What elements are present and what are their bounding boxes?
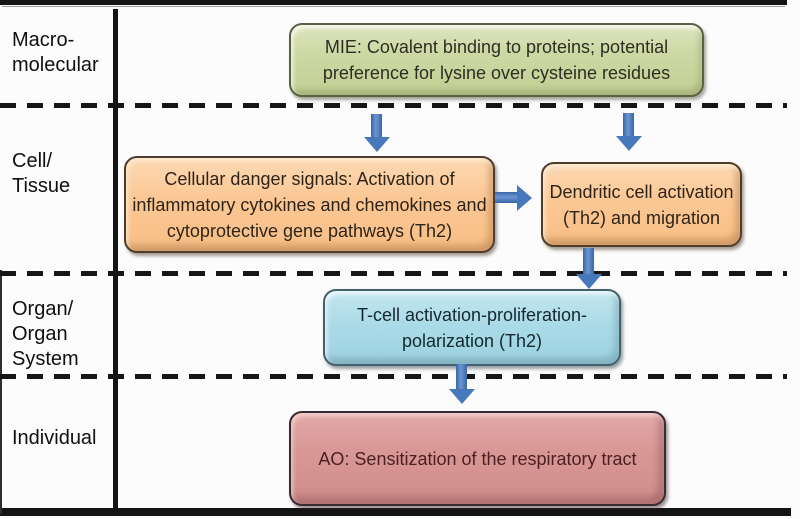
arrow-cellular-to-dendritic-icon (495, 184, 532, 211)
level-label-individual: Individual (12, 427, 97, 449)
level-separator-organ-individual (0, 374, 787, 379)
adverse-outcome-node-text: AO: Sensitization of the respiratory tra… (318, 448, 637, 469)
arrow-shaft (623, 113, 634, 136)
arrow-head (615, 136, 642, 151)
adverse-outcome-node: AO: Sensitization of the respiratory tra… (289, 411, 666, 506)
level-separator-macromolecular-cell (0, 103, 787, 108)
level-separator-cell-organ (0, 271, 787, 276)
dendritic-cell-node: Dendritic cell activation (Th2) and migr… (541, 162, 742, 247)
level-label-organ-system: Organ/ Organ System (12, 298, 79, 370)
level-column-divider (113, 9, 118, 514)
level-label-macromolecular: Macro- molecular (12, 29, 99, 76)
arrow-mie-to-dendritic-icon (615, 113, 642, 151)
tcell-node-text: T-cell activation-proliferation-polariza… (356, 304, 588, 351)
arrow-shaft (495, 192, 517, 203)
mie-node-text: MIE: Covalent binding to proteins; poten… (322, 37, 671, 83)
arrow-shaft (371, 114, 382, 137)
level-label-cell-tissue: Cell/ Tissue (12, 150, 71, 197)
arrow-head (517, 184, 532, 211)
frame-top-line (0, 0, 787, 5)
frame-left-line (0, 270, 2, 514)
arrow-head (363, 137, 390, 152)
cellular-danger-node: Cellular danger signals: Activation of i… (124, 156, 495, 253)
tcell-node: T-cell activation-proliferation-polariza… (323, 289, 621, 366)
dendritic-cell-node-text: Dendritic cell activation (Th2) and migr… (549, 181, 734, 228)
arrow-shaft (456, 364, 467, 389)
arrow-mie-to-cellular-icon (363, 114, 390, 152)
cellular-danger-node-text: Cellular danger signals: Activation of i… (132, 168, 487, 241)
arrow-shaft (583, 248, 594, 274)
mie-node: MIE: Covalent binding to proteins; poten… (289, 23, 704, 97)
arrow-tcell-to-ao-icon (448, 364, 475, 404)
frame-bottom-line (0, 508, 791, 516)
arrow-dendritic-to-tcell-icon (575, 248, 602, 289)
arrow-head (575, 274, 602, 289)
arrow-head (448, 389, 475, 404)
